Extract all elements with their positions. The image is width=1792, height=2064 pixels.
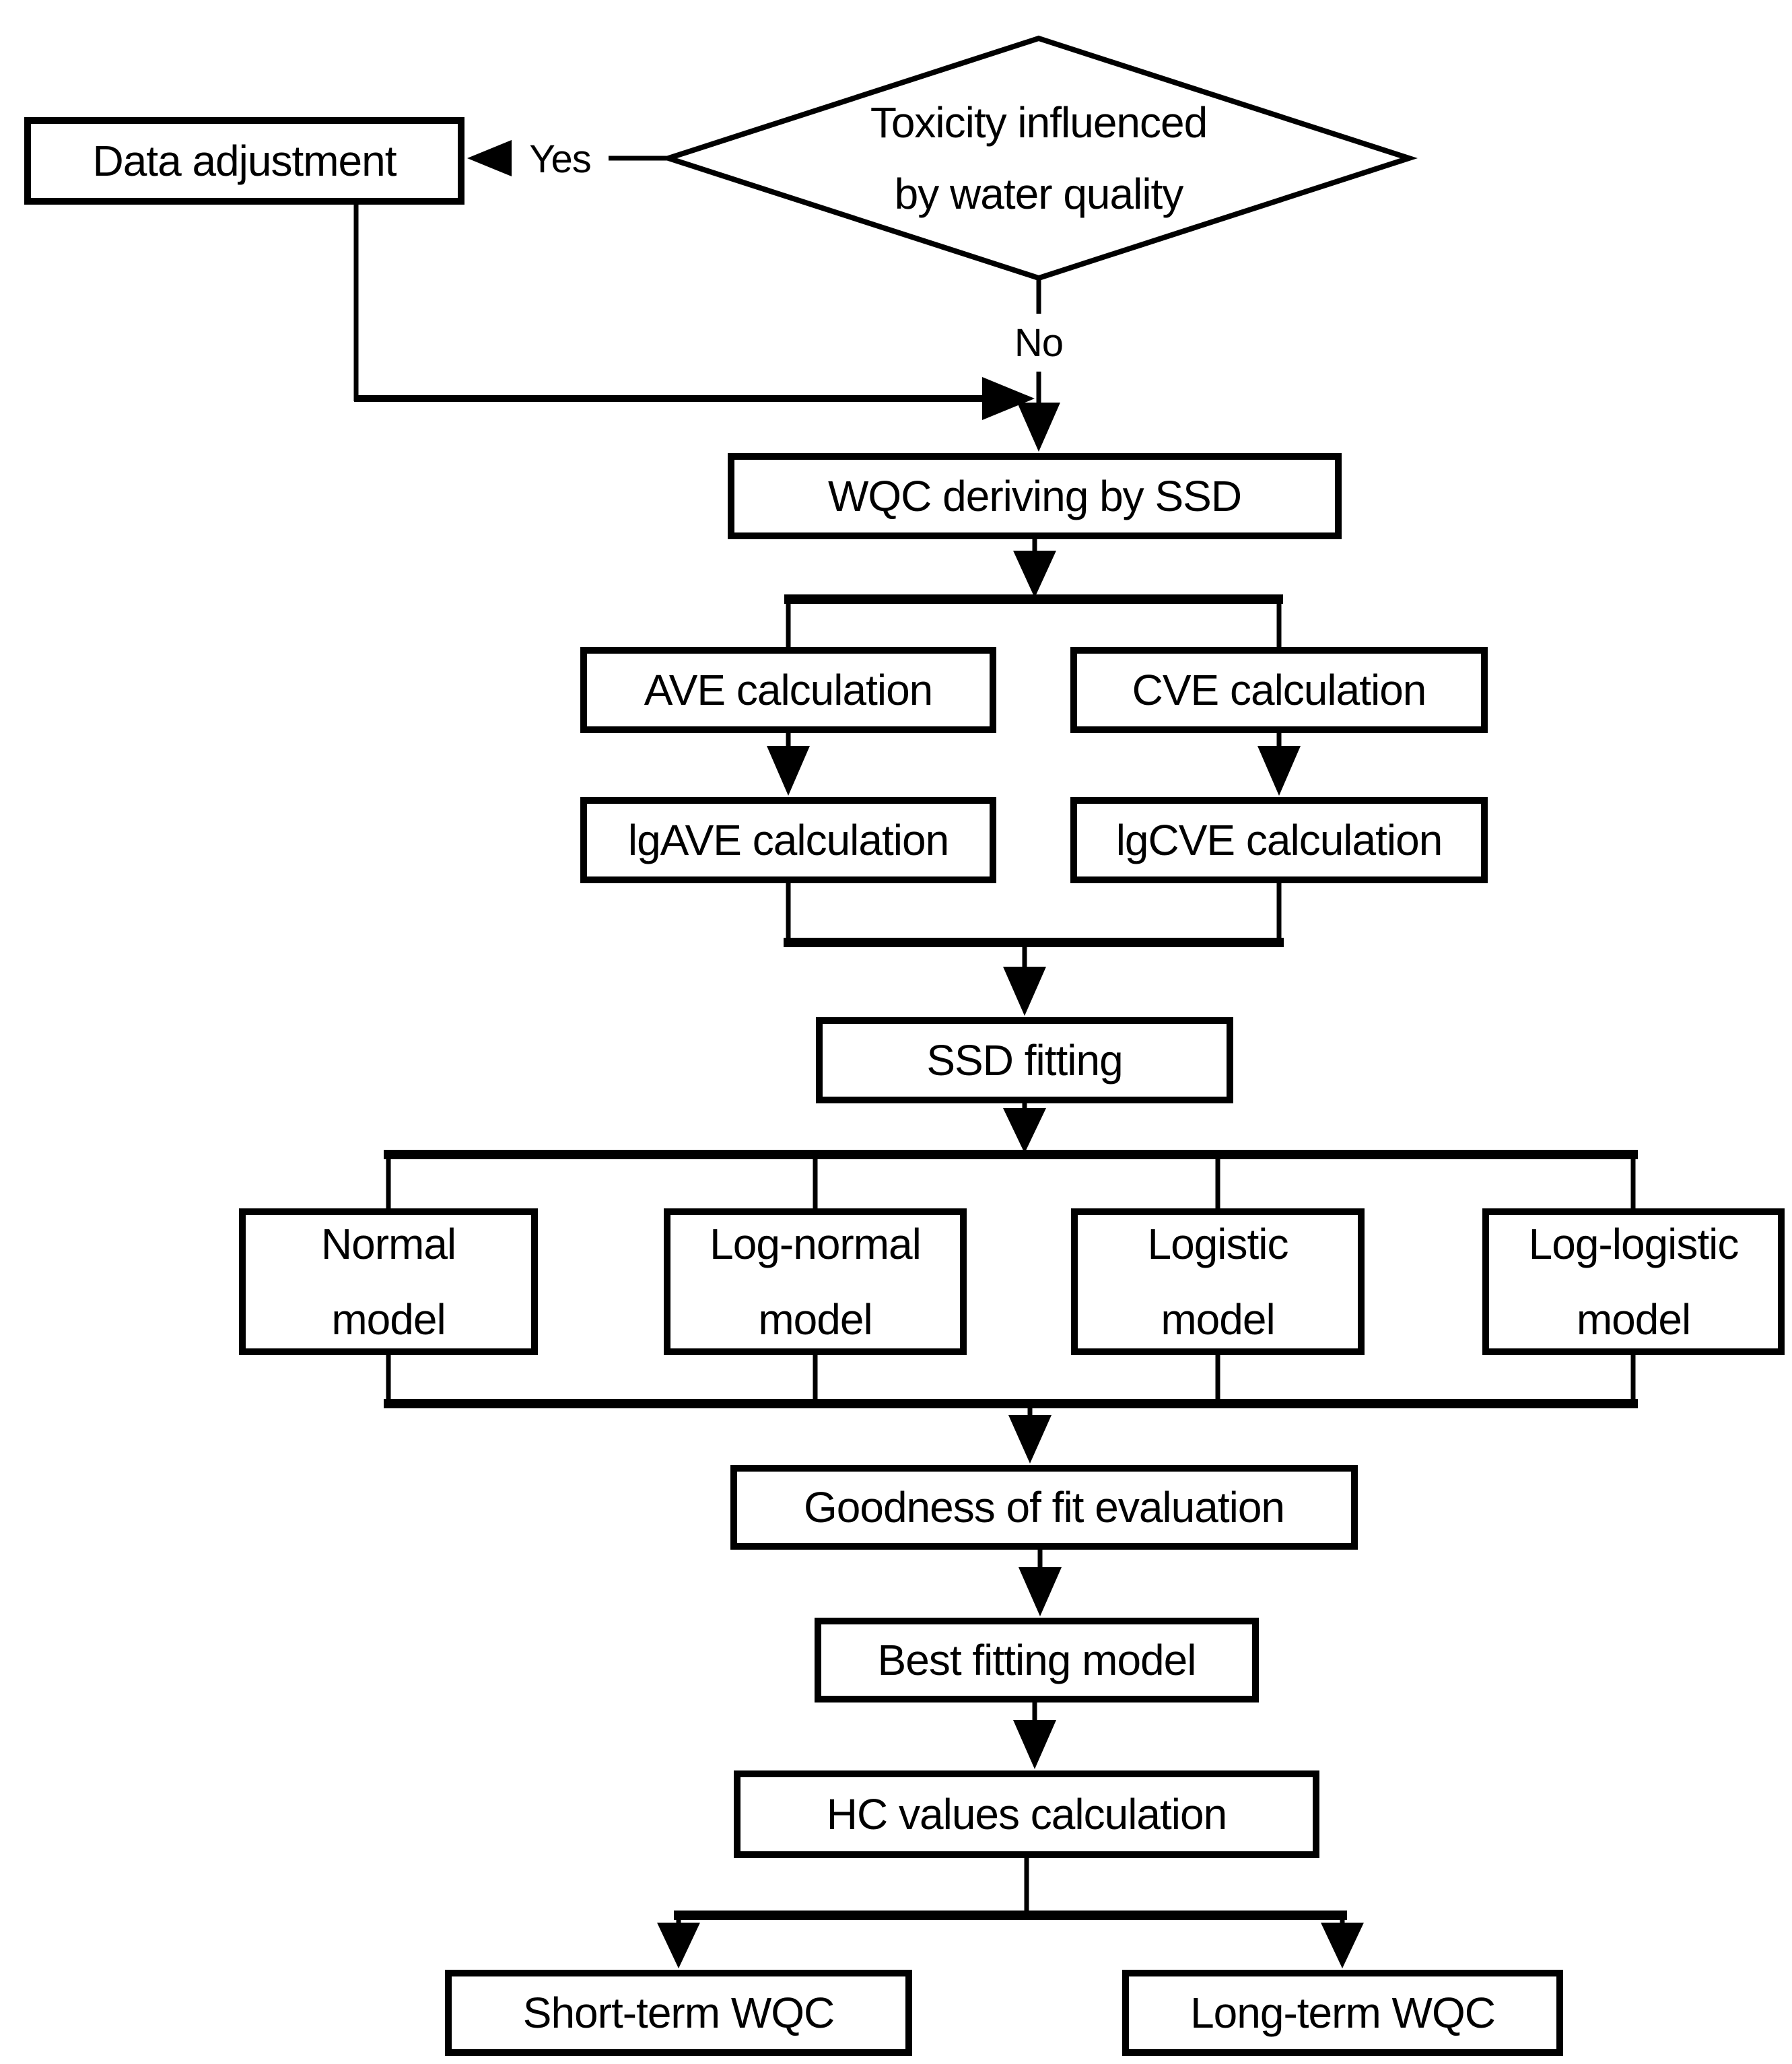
node-ave-calculation-label: AVE calculation	[644, 666, 933, 714]
arrowhead-into-split-bar-2	[1003, 1108, 1046, 1153]
node-best-fitting-model: Best fitting model	[815, 1618, 1259, 1702]
node-cve-calculation: CVE calculation	[1070, 647, 1488, 733]
node-logistic-model-label: Logistic model	[1147, 1220, 1289, 1344]
arrowhead-into-short-term	[657, 1923, 700, 1968]
node-hc-values-calculation: HC values calculation	[734, 1770, 1319, 1858]
node-data-adjustment: Data adjustment	[24, 117, 464, 205]
edge-label-no: No	[992, 314, 1086, 372]
arrowhead-into-wqc	[1017, 403, 1060, 452]
node-lgave-calculation-label: lgAVE calculation	[627, 816, 949, 864]
arrowhead-into-ssd-fitting	[1003, 967, 1046, 1016]
node-lgcve-calculation-label: lgCVE calculation	[1115, 816, 1443, 864]
node-lgave-calculation: lgAVE calculation	[580, 797, 996, 883]
node-long-term-wqc: Long-term WQC	[1122, 1970, 1563, 2056]
node-goodness-of-fit-label: Goodness of fit evaluation	[803, 1483, 1285, 1532]
node-ssd-fitting: SSD fitting	[816, 1017, 1233, 1103]
arrowhead-join-main-line	[982, 377, 1035, 420]
arrowhead-into-goodness	[1008, 1415, 1052, 1464]
node-data-adjustment-label: Data adjustment	[92, 137, 397, 185]
node-best-fitting-model-label: Best fitting model	[877, 1636, 1197, 1684]
arrowhead-into-split-bar-1	[1013, 551, 1056, 598]
decision-toxicity-label: Toxicity influenced by water quality	[870, 98, 1208, 218]
node-hc-values-calculation-label: HC values calculation	[826, 1790, 1227, 1838]
node-long-term-wqc-label: Long-term WQC	[1190, 1989, 1496, 2037]
arrowhead-into-hc-values	[1013, 1720, 1056, 1769]
node-goodness-of-fit: Goodness of fit evaluation	[730, 1465, 1358, 1550]
arrowhead-yes-left	[467, 137, 520, 180]
node-short-term-wqc-label: Short-term WQC	[522, 1989, 835, 2037]
node-ave-calculation: AVE calculation	[580, 647, 996, 733]
node-wqc-deriving: WQC deriving by SSD	[728, 453, 1342, 539]
node-cve-calculation-label: CVE calculation	[1132, 666, 1427, 714]
node-log-normal-model: Log-normal model	[664, 1208, 967, 1355]
edge-label-yes: Yes	[512, 132, 609, 186]
node-log-logistic-model: Log-logistic model	[1482, 1208, 1785, 1355]
node-wqc-deriving-label: WQC deriving by SSD	[827, 472, 1242, 520]
node-short-term-wqc: Short-term WQC	[445, 1970, 912, 2056]
arrowhead-into-lgcve	[1257, 746, 1301, 796]
arrowhead-into-long-term	[1321, 1923, 1364, 1968]
arrowhead-into-best-fitting	[1019, 1567, 1062, 1616]
node-logistic-model: Logistic model	[1071, 1208, 1365, 1355]
node-normal-model: Normal model	[239, 1208, 538, 1355]
node-log-normal-model-label: Log-normal model	[710, 1220, 922, 1344]
node-log-logistic-model-label: Log-logistic model	[1528, 1220, 1739, 1344]
node-lgcve-calculation: lgCVE calculation	[1070, 797, 1488, 883]
node-ssd-fitting-label: SSD fitting	[926, 1036, 1123, 1085]
node-normal-model-label: Normal model	[320, 1220, 456, 1344]
arrowhead-into-lgave	[767, 746, 810, 796]
